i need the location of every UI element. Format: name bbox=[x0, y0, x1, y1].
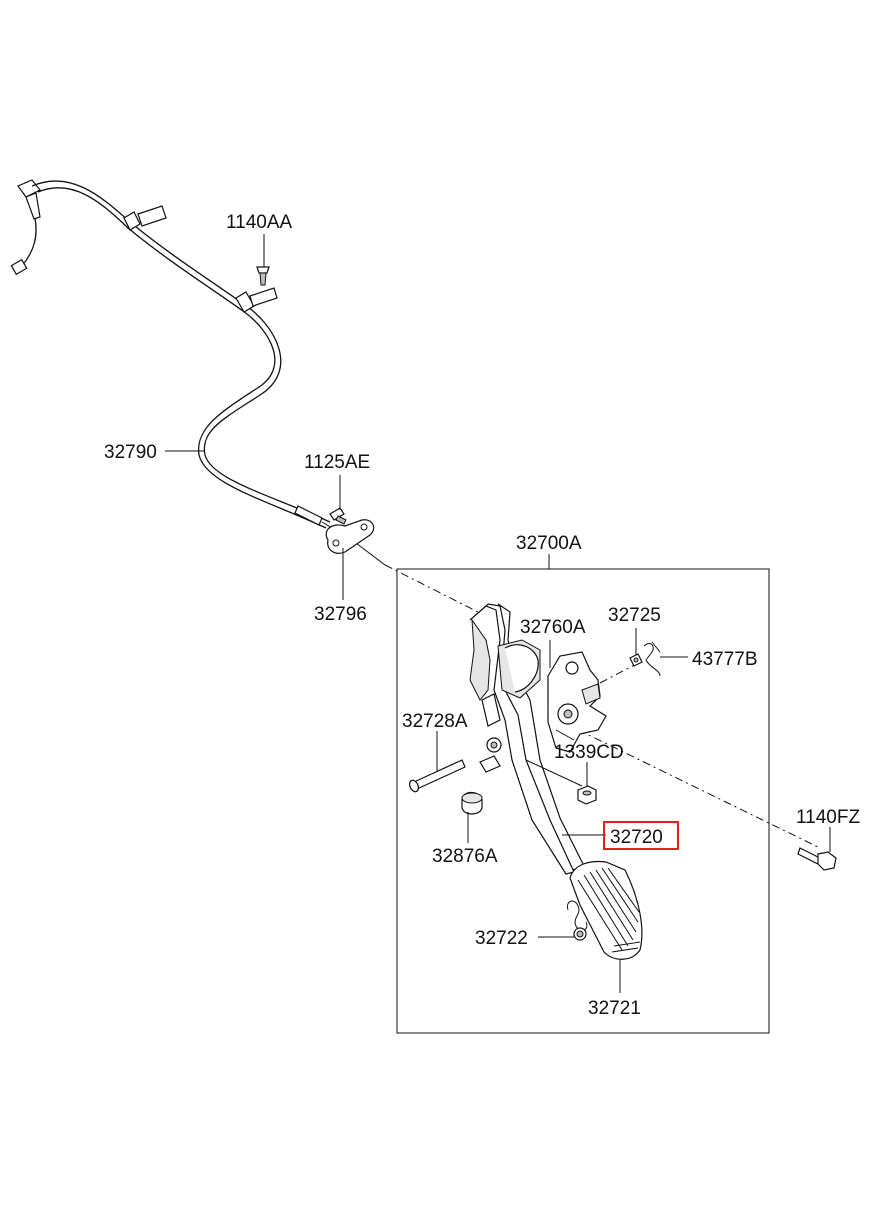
spring-clip-43777b bbox=[643, 641, 661, 677]
cable-connector-end bbox=[17, 179, 41, 198]
accelerator-pedal-arm bbox=[469, 603, 586, 875]
pivot-pin-32728a bbox=[408, 759, 466, 793]
screw-1140aa bbox=[256, 266, 270, 286]
label-32796: 32796 bbox=[314, 604, 367, 625]
label-32760a: 32760A bbox=[520, 617, 586, 638]
accelerator-cable bbox=[10, 179, 386, 566]
label-1140fz: 1140FZ bbox=[796, 807, 860, 828]
label-1125ae: 1125AE bbox=[304, 452, 370, 473]
highlight-box-32720 bbox=[603, 821, 679, 850]
label-1339cd: 1339CD bbox=[554, 742, 624, 763]
label-32790: 32790 bbox=[104, 442, 157, 463]
bushing-32876a bbox=[461, 791, 483, 815]
label-32722: 32722 bbox=[475, 928, 528, 949]
return-spring-32722 bbox=[566, 900, 588, 941]
label-32876a: 32876A bbox=[432, 846, 498, 867]
pedal-housing-bracket bbox=[547, 651, 607, 753]
label-43777b: 43777B bbox=[692, 649, 758, 670]
guide-line-bolt bbox=[561, 721, 821, 849]
label-32700a: 32700A bbox=[516, 533, 582, 554]
assembly-box-32700a bbox=[396, 568, 770, 1034]
pedal-pad bbox=[569, 860, 643, 960]
leader-lines bbox=[165, 234, 831, 993]
screw-1125ae bbox=[329, 507, 347, 525]
label-32721: 32721 bbox=[588, 998, 641, 1019]
bolt-1140fz bbox=[797, 847, 837, 871]
nut-1339cd bbox=[577, 785, 597, 805]
label-32725: 32725 bbox=[608, 605, 661, 626]
label-1140aa: 1140AA bbox=[226, 212, 293, 233]
label-32720: 32720 bbox=[610, 827, 663, 848]
guide-line-cable bbox=[384, 564, 483, 615]
label-32728a: 32728A bbox=[402, 711, 468, 732]
clip-32725 bbox=[629, 653, 643, 667]
cable-clip bbox=[123, 211, 141, 231]
